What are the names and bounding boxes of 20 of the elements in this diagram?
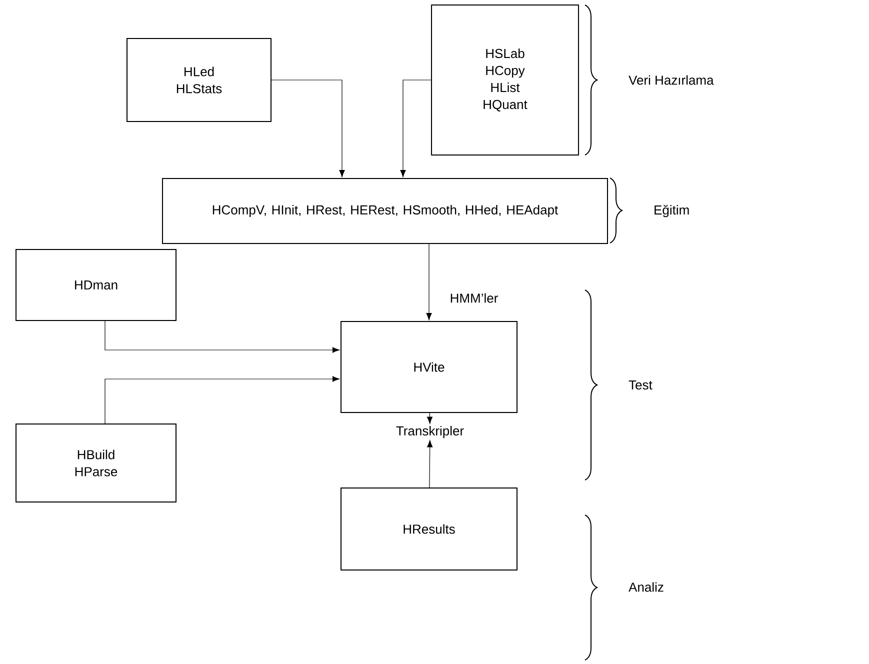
arrow	[426, 244, 432, 320]
tool-box: HBuild HParse	[16, 424, 176, 502]
section-label: Eğitim	[654, 204, 689, 218]
tool-box: HResults	[340, 488, 518, 570]
arrow	[427, 412, 433, 424]
arrow	[104, 320, 340, 353]
edge-label: HMM’ler	[448, 292, 500, 304]
tool-box: HSLab HCopy HList HQuant	[431, 4, 579, 156]
arrow	[427, 440, 433, 488]
tool-box: HCompV, HInit, HRest, HERest, HSmooth, HHed, HEAdapt	[162, 178, 608, 244]
section-label: Analiz	[628, 582, 664, 592]
output-label: Transkripler	[396, 426, 464, 438]
section-label: Test	[628, 380, 652, 390]
section-label: Veri Hazırlama	[628, 75, 714, 85]
tool-box: HLed HLStats	[126, 38, 272, 122]
tool-box: HVite	[340, 321, 518, 413]
arrow	[104, 376, 340, 424]
arrow	[400, 80, 432, 178]
arrow	[271, 80, 345, 178]
tool-box: HDman	[16, 249, 176, 321]
